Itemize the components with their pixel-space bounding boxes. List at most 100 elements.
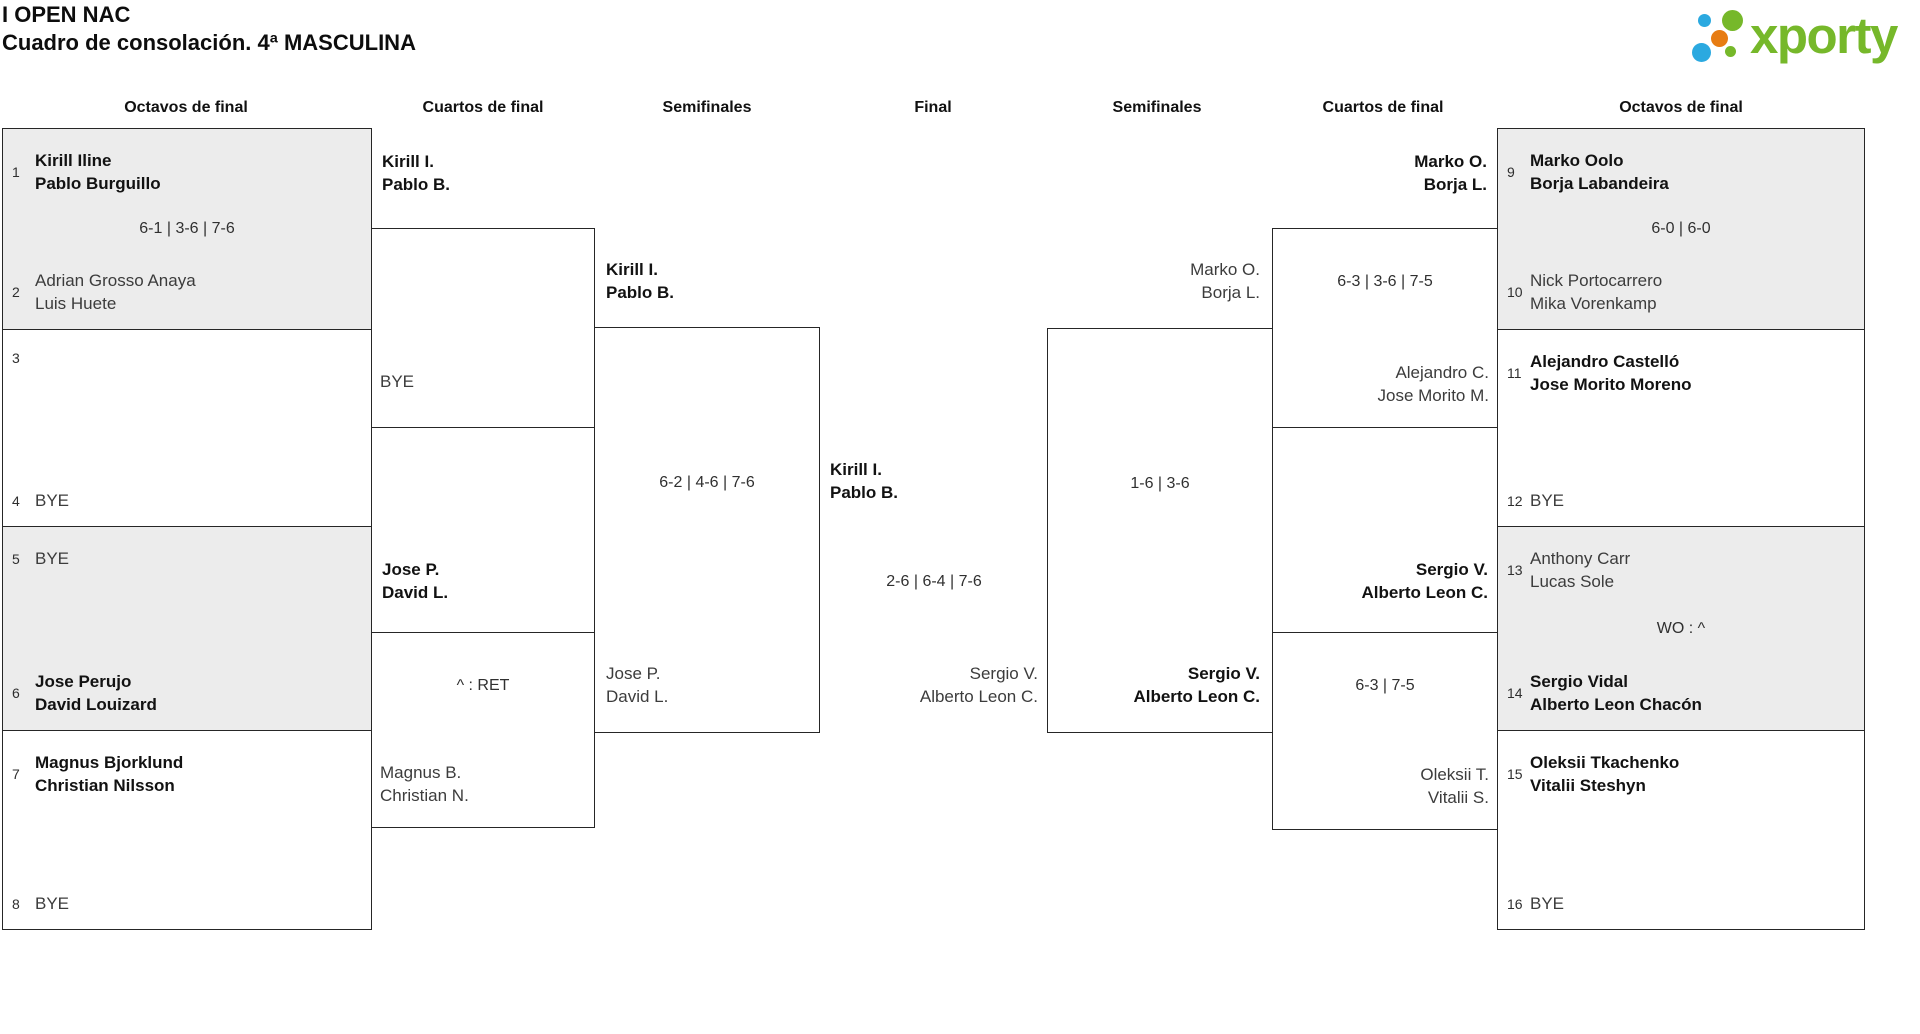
team-label: Oleksii T. Vitalii S.	[1420, 763, 1489, 809]
match-box-sf-1[interactable]: 6-2 | 4-6 | 7-6	[594, 327, 820, 733]
match-score: 6-3 | 3-6 | 7-5	[1337, 273, 1433, 290]
team-row: 15 Oleksii Tkachenko Vitalii Steshyn	[1507, 751, 1858, 797]
team-name: Christian N.	[380, 786, 469, 805]
team-row: 5 BYE	[12, 547, 365, 570]
seed-number: 15	[1507, 766, 1523, 782]
seed-number: 14	[1507, 685, 1523, 701]
logo-dot-blue-large-icon	[1692, 43, 1711, 62]
team-row: 11 Alejandro Castelló Jose Morito Moreno	[1507, 350, 1858, 396]
round-header-octavos-right: Octavos de final	[1619, 99, 1743, 116]
seed-number: 5	[12, 550, 20, 567]
match-box-r16-3[interactable]: 5 BYE 6 Jose Perujo David Louizard	[2, 526, 372, 731]
team-name: Jose Morito Moreno	[1530, 375, 1692, 394]
team-row: 1 Kirill Iline Pablo Burguillo	[12, 149, 365, 195]
team-name: Pablo B.	[382, 175, 451, 194]
logo-dot-orange-icon	[1711, 30, 1728, 47]
team-row: 13 Anthony Carr Lucas Sole	[1507, 547, 1858, 593]
seed-number: 7	[12, 766, 20, 782]
seed-number: 1	[12, 164, 20, 180]
team-name: Anthony Carr	[1530, 549, 1631, 568]
team-name: BYE	[1530, 894, 1565, 913]
team-row: 14 Sergio Vidal Alberto Leon Chacón	[1507, 670, 1858, 716]
round-header-semis-right: Semifinales	[1112, 99, 1202, 116]
final-team-label: Sergio V. Alberto Leon C.	[820, 662, 1038, 708]
sf-team-label: Kirill I. Pablo B.	[606, 258, 674, 304]
qf-team-label: Kirill I. Pablo B.	[382, 150, 450, 196]
seed-number: 10	[1507, 284, 1523, 300]
team-name: Vitalii Steshyn	[1530, 776, 1646, 795]
team-name: Nick Portocarrero	[1530, 271, 1663, 290]
logo-wordmark: xporty	[1750, 7, 1898, 64]
match-score: ^ : RET	[456, 677, 510, 694]
seed-number: 11	[1507, 365, 1522, 381]
team-name: Marko O.	[1190, 260, 1260, 279]
match-score: 6-3 | 7-5	[1355, 677, 1415, 694]
team-name: Alejandro Castelló	[1530, 352, 1680, 371]
team-name: Sergio Vidal	[1530, 672, 1628, 691]
team-name: Marko Oolo	[1530, 151, 1624, 170]
xporty-logo[interactable]: xporty	[1690, 0, 1918, 76]
team-name: Sergio V.	[1415, 560, 1488, 579]
team-name: Borja L.	[1423, 175, 1487, 194]
match-box-r16-2[interactable]: 3 4 BYE	[2, 329, 372, 527]
sf-team-label: Jose P. David L.	[606, 662, 668, 708]
team-name: Oleksii Tkachenko	[1530, 753, 1680, 772]
seed-number: 2	[12, 284, 20, 300]
final-team-label: Kirill I. Pablo B.	[830, 458, 898, 504]
page-title: I OPEN NAC	[2, 2, 131, 27]
team-name: BYE	[35, 491, 70, 510]
match-box-sf-2[interactable]: 1-6 | 3-6	[1047, 328, 1273, 733]
match-score: 1-6 | 3-6	[1130, 475, 1190, 492]
match-box-qf-1[interactable]: BYE	[371, 228, 595, 428]
team-name: Alejandro C.	[1395, 363, 1489, 382]
team-name: Lucas Sole	[1530, 572, 1615, 591]
team-row: 10 Nick Portocarrero Mika Vorenkamp	[1507, 269, 1858, 315]
team-name: Adrian Grosso Anaya	[35, 271, 196, 290]
team-name: Luis Huete	[35, 294, 117, 313]
team-name: Magnus Bjorklund	[35, 753, 184, 772]
round-header-semis-left: Semifinales	[662, 99, 752, 116]
match-box-qf-3[interactable]: 6-3 | 3-6 | 7-5 Alejandro C. Jose Morito…	[1272, 228, 1498, 428]
team-label: Alejandro C. Jose Morito M.	[1378, 361, 1489, 407]
team-name: David L.	[606, 687, 669, 706]
qf-team-label: Marko O. Borja L.	[1267, 150, 1487, 196]
team-row: 12 BYE	[1507, 489, 1858, 512]
match-score: 6-2 | 4-6 | 7-6	[659, 474, 755, 491]
team-name: Alberto Leon Chacón	[1530, 695, 1702, 714]
team-row: 4 BYE	[12, 489, 365, 512]
team-row: 2 Adrian Grosso Anaya Luis Huete	[12, 269, 365, 315]
team-name: Borja Labandeira	[1530, 174, 1669, 193]
team-name: Pablo Burguillo	[35, 174, 161, 193]
match-score: 6-0 | 6-0	[1651, 220, 1711, 237]
team-row: 8 BYE	[12, 892, 365, 915]
seed-number: 3	[12, 350, 20, 366]
match-box-r16-4[interactable]: 7 Magnus Bjorklund Christian Nilsson 8 B…	[2, 730, 372, 930]
logo-dot-blue-small-icon	[1698, 14, 1711, 27]
seed-number: 4	[12, 492, 20, 509]
team-name: Magnus B.	[380, 763, 462, 782]
match-box-qf-4[interactable]: 6-3 | 7-5 Oleksii T. Vitalii S.	[1272, 632, 1498, 830]
team-name: Vitalii S.	[1427, 788, 1489, 807]
team-row: 9 Marko Oolo Borja Labandeira	[1507, 149, 1858, 195]
team-row: 6 Jose Perujo David Louizard	[12, 670, 365, 716]
team-name: Sergio V.	[1187, 664, 1260, 683]
match-box-r16-5[interactable]: 9 Marko Oolo Borja Labandeira 6-0 | 6-0 …	[1497, 128, 1865, 330]
seed-number: 6	[12, 685, 20, 701]
team-name: Alberto Leon C.	[919, 687, 1038, 706]
team-name: Jose P.	[606, 664, 661, 683]
seed-number: 13	[1507, 562, 1523, 578]
team-name: BYE	[1530, 491, 1565, 510]
seed-number: 8	[12, 895, 20, 912]
match-score: WO : ^	[1656, 619, 1706, 637]
match-box-r16-8[interactable]: 15 Oleksii Tkachenko Vitalii Steshyn 16 …	[1497, 730, 1865, 930]
seed-number: 12	[1507, 492, 1523, 509]
logo-dot-green-large-icon	[1722, 10, 1743, 31]
round-header-cuartos-left: Cuartos de final	[422, 99, 544, 116]
team-name: BYE	[35, 894, 70, 913]
match-box-r16-1[interactable]: 1 Kirill Iline Pablo Burguillo 6-1 | 3-6…	[2, 128, 372, 330]
round-header-final: Final	[914, 99, 952, 116]
match-box-qf-2[interactable]: ^ : RET Magnus B. Christian N.	[371, 632, 595, 828]
match-box-r16-7[interactable]: 13 Anthony Carr Lucas Sole WO : ^ 14 Ser…	[1497, 526, 1865, 731]
team-label: Magnus B. Christian N.	[380, 761, 469, 807]
match-box-r16-6[interactable]: 11 Alejandro Castelló Jose Morito Moreno…	[1497, 329, 1865, 527]
